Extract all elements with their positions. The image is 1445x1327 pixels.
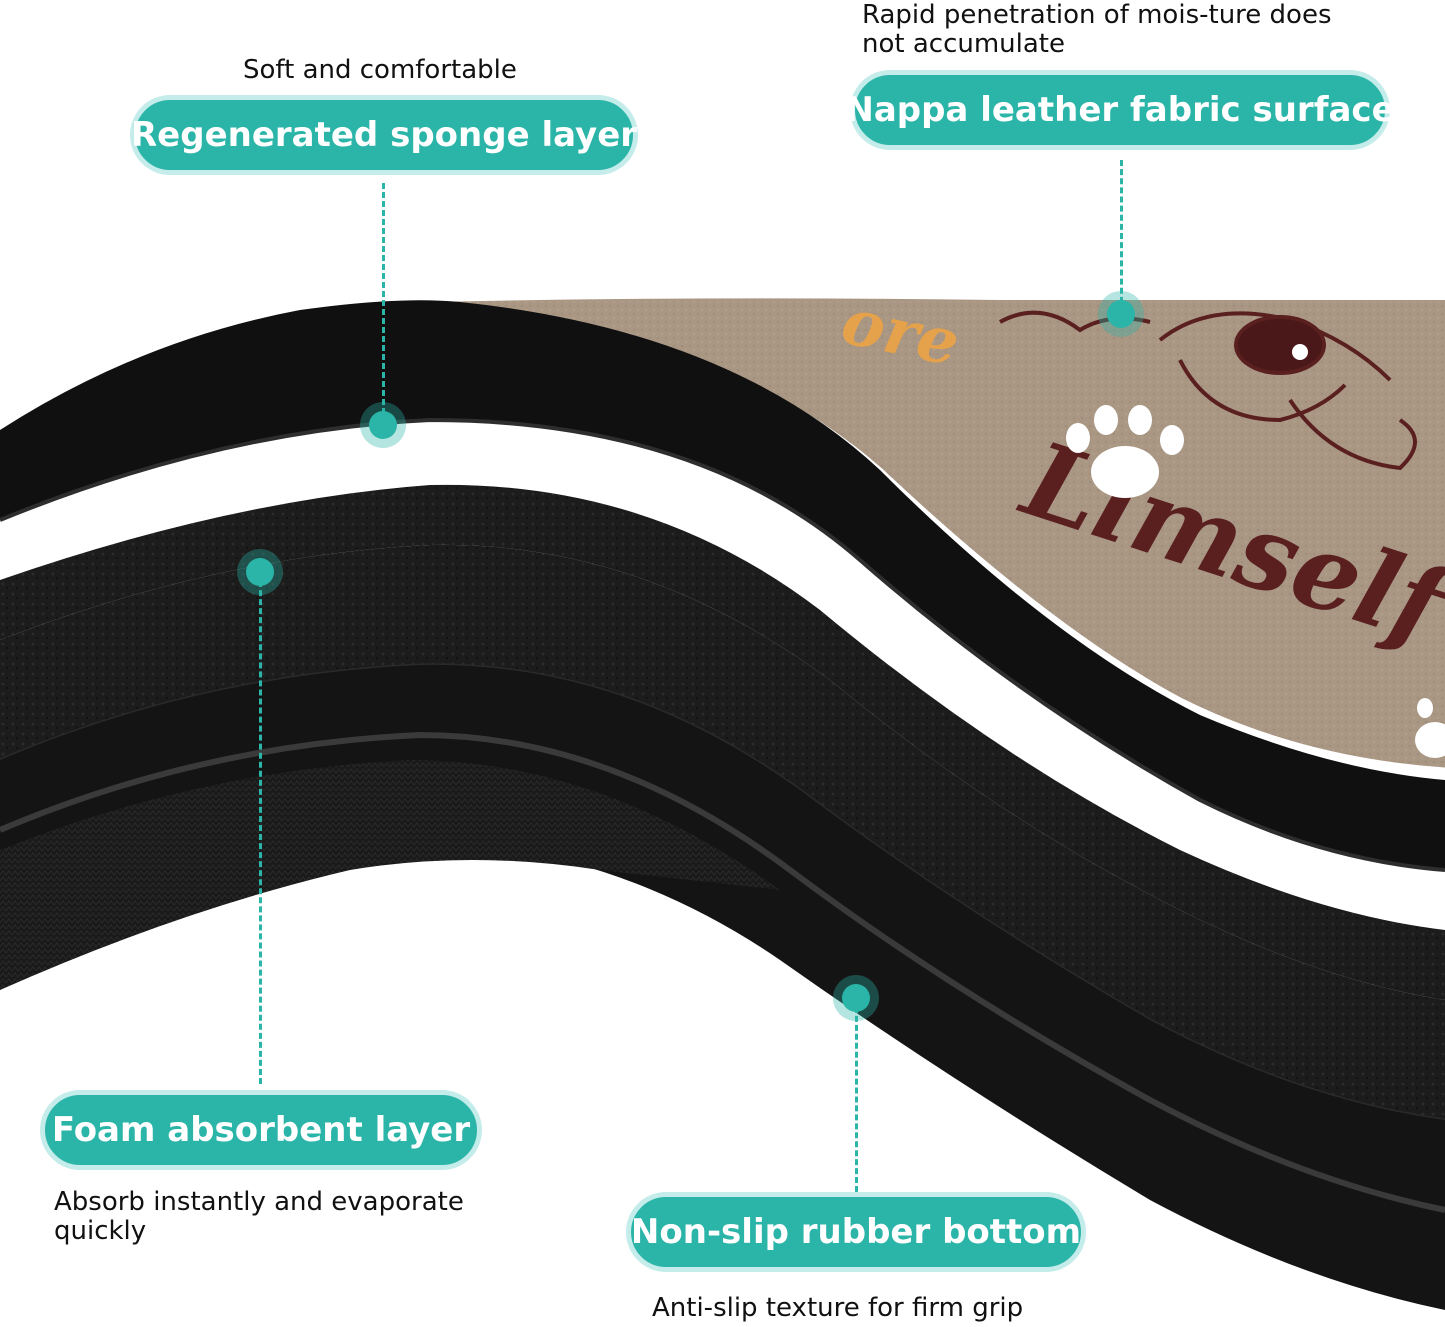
foam-connector	[259, 572, 262, 1084]
leather-marker	[1107, 300, 1135, 328]
rubber-layer	[0, 664, 1445, 1310]
rubber-connector	[855, 998, 858, 1192]
sponge-caption: Soft and comfortable	[243, 55, 517, 85]
paw-print-icon	[1415, 698, 1445, 758]
sponge-connector	[382, 183, 385, 423]
rubber-marker	[842, 984, 870, 1012]
leather-label: Nappa leather fabric surface	[845, 70, 1395, 150]
sponge-marker	[369, 411, 397, 439]
dog-illustration	[999, 310, 1417, 471]
sponge-label: Regenerated sponge layer	[130, 95, 638, 175]
leather-connector	[1120, 160, 1123, 312]
foam-marker	[246, 558, 274, 586]
sponge-layer	[0, 300, 1445, 1000]
rubber-label: Non-slip rubber bottom	[626, 1192, 1086, 1272]
rubber-caption: Anti-slip texture for firm grip	[652, 1293, 1024, 1323]
paw-print-icon	[1066, 405, 1184, 498]
foam-caption: Absorb instantly and evaporate quickly	[54, 1187, 464, 1246]
leather-surface: ore Limself	[429, 284, 1445, 773]
leather-caption: Rapid penetration of mois-ture does not …	[862, 0, 1332, 59]
foam-label: Foam absorbent layer	[40, 1090, 482, 1170]
